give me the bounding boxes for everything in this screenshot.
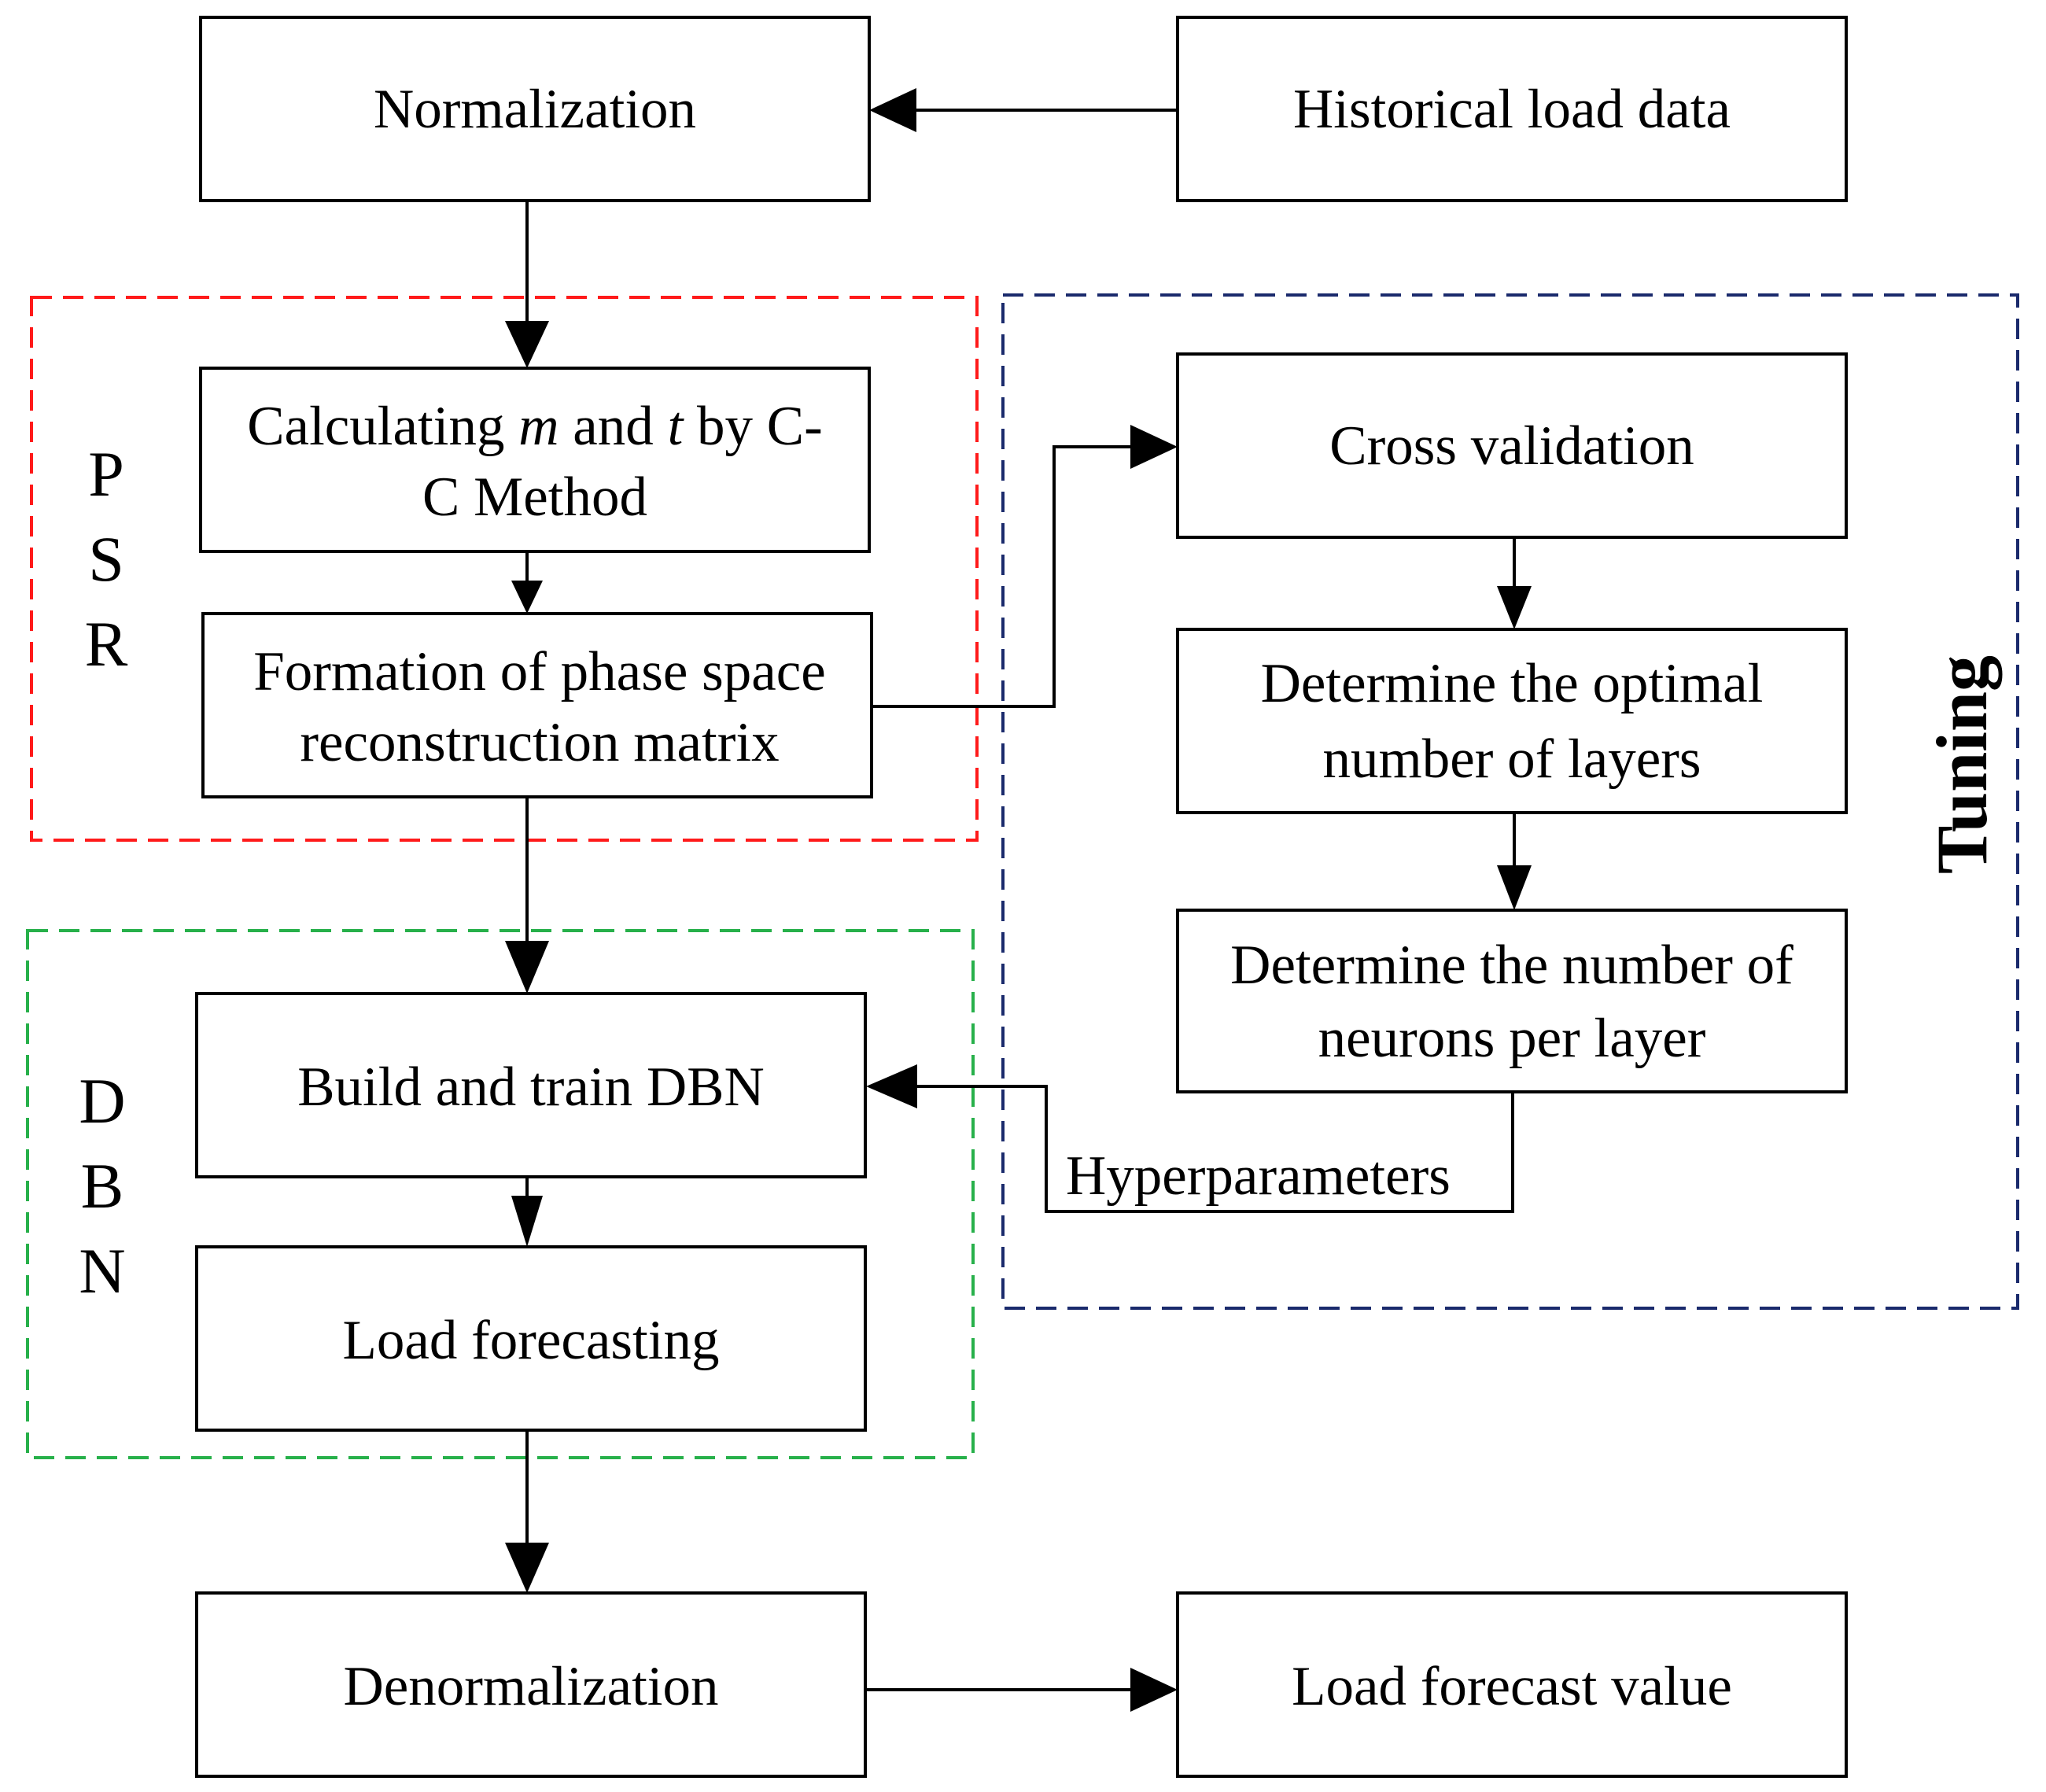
denormalization-label: Denormalization (343, 1656, 718, 1717)
optimal-layers-box: Determine the optimal number of layers (1176, 628, 1848, 814)
arrowhead-layers (1497, 586, 1532, 629)
calc-m-t-box: Calculating m and t by C- C Method (199, 367, 871, 553)
dbn-letter-3: N (79, 1235, 125, 1307)
hyperparameters-edge-label: Hyperparameters (1066, 1145, 1451, 1207)
formation-label-line2: reconstruction matrix (300, 712, 779, 773)
normalization-box: Normalization (199, 16, 871, 202)
dbn-group-frame (26, 929, 975, 1459)
arrow-neurons-to-build (916, 1085, 1514, 1213)
formation-box: Formation of phase space reconstruction … (201, 612, 873, 798)
psr-group-label: P S R (85, 438, 128, 680)
cross-validation-label: Cross validation (1329, 415, 1694, 477)
arrowhead-neurons (1497, 865, 1532, 910)
arrowhead-denorm (505, 1543, 549, 1593)
arrowhead-build-from-tuning (866, 1064, 917, 1108)
build-train-dbn-label: Build and train DBN (297, 1056, 765, 1118)
normalization-label: Normalization (374, 79, 696, 140)
dbn-letter-2: B (81, 1150, 124, 1222)
optimal-layers-label-line1: Determine the optimal (1261, 653, 1764, 714)
load-forecasting-label: Load forecasting (342, 1310, 719, 1371)
dbn-group-label: D B N (79, 1065, 125, 1307)
historical-load-data-label: Historical load data (1293, 79, 1731, 140)
psr-letter-3: R (85, 608, 128, 680)
psr-group-frame (30, 296, 979, 842)
arrowhead-normalization (869, 88, 916, 132)
load-forecast-value-box: Load forecast value (1176, 1591, 1848, 1778)
tuning-group-frame (1001, 293, 2019, 1310)
load-forecasting-box: Load forecasting (195, 1245, 867, 1432)
dbn-letter-1: D (79, 1065, 125, 1137)
neurons-per-layer-label-line2: neurons per layer (1318, 1008, 1706, 1069)
arrowhead-build (505, 941, 549, 994)
arrow-formation-to-cross (873, 445, 1137, 708)
arrowhead-forecast-value (1130, 1668, 1178, 1712)
denormalization-box: Denormalization (195, 1591, 867, 1778)
arrowhead-cross (1130, 425, 1178, 469)
formation-label-line1: Formation of phase space (253, 641, 826, 702)
calc-m-t-label-line1: Calculating m and t by C- (247, 396, 823, 457)
load-forecast-value-label: Load forecast value (1292, 1656, 1732, 1717)
historical-load-data-box: Historical load data (1176, 16, 1848, 202)
arrowhead-forecasting (511, 1196, 543, 1247)
neurons-per-layer-box: Determine the number of neurons per laye… (1176, 909, 1848, 1093)
arrowhead-formation (511, 581, 543, 614)
cross-validation-box: Cross validation (1176, 352, 1848, 539)
psr-letter-1: P (88, 438, 124, 510)
calc-m-t-label-line2: C Method (422, 466, 647, 528)
psr-letter-2: S (88, 523, 124, 595)
neurons-per-layer-label-line1: Determine the number of (1230, 935, 1793, 996)
tuning-group-label: Tuning (1922, 655, 2002, 874)
optimal-layers-label-line2: number of layers (1322, 728, 1701, 790)
build-train-dbn-box: Build and train DBN (195, 992, 867, 1178)
arrowhead-calc (505, 321, 549, 368)
